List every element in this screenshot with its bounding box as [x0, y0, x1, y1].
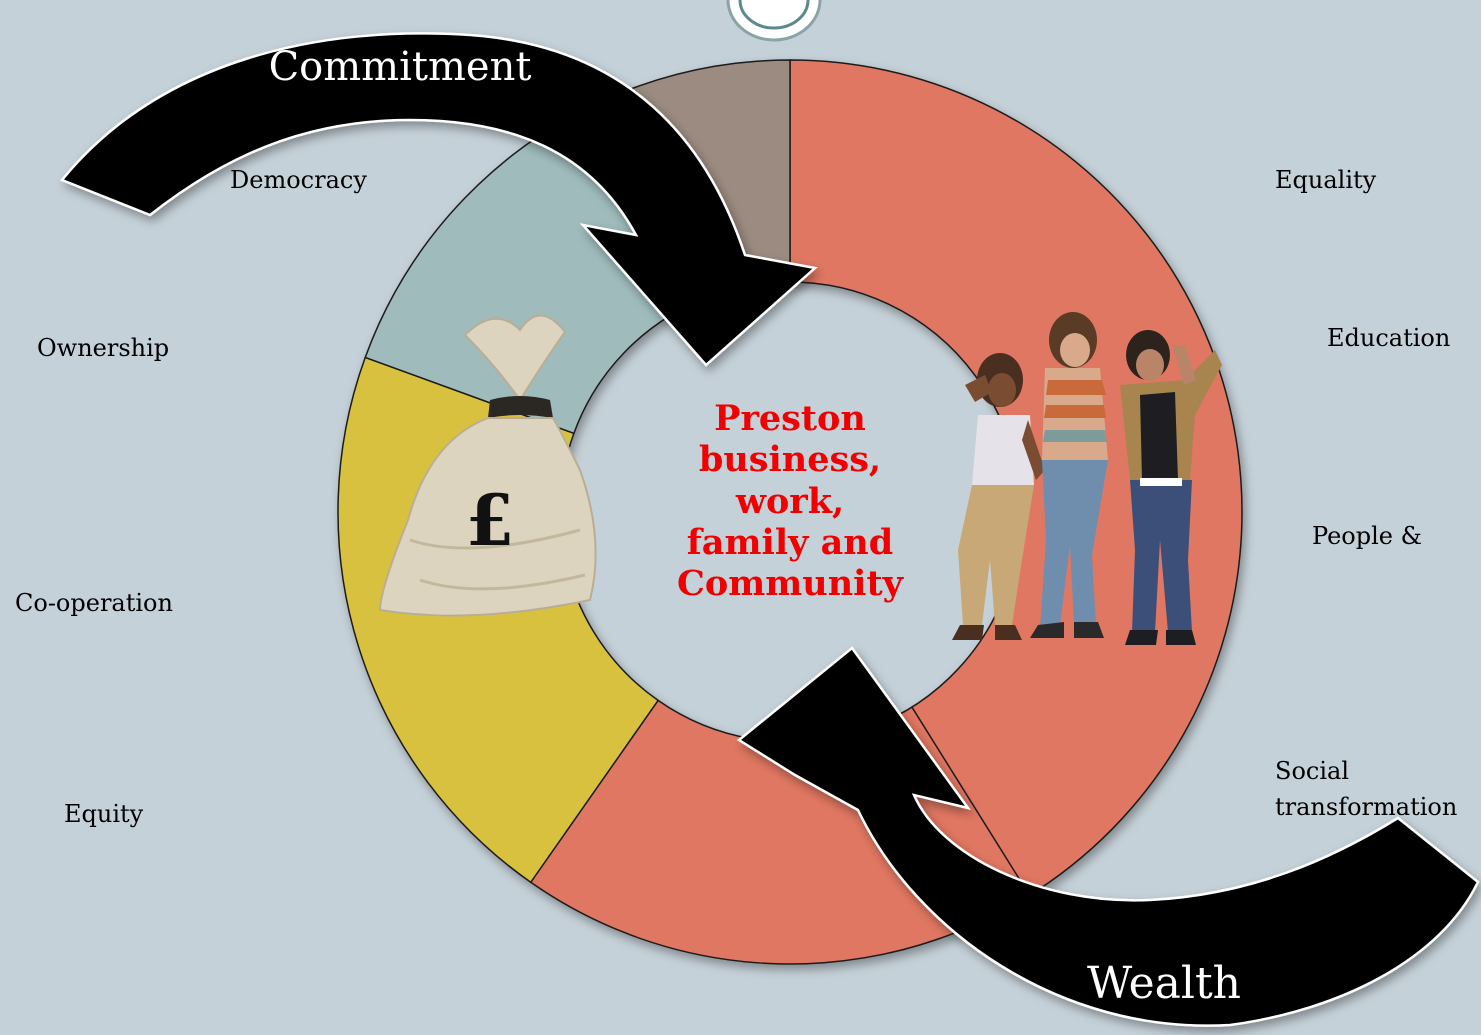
label-social: Social — [1275, 757, 1349, 785]
label-co-operation: Co-operation — [15, 589, 173, 617]
label-democracy: Democracy — [230, 166, 367, 194]
person-middle — [1030, 312, 1108, 638]
wealth-arrow: Wealth — [736, 646, 1480, 1027]
ring-divider — [911, 706, 1031, 896]
label-transformation: transformation — [1275, 793, 1458, 821]
label-ownership: Ownership — [37, 334, 170, 362]
center-line-1: Preston — [714, 398, 866, 439]
money-bag-icon: £ — [378, 314, 597, 617]
pound-symbol: £ — [466, 479, 515, 562]
logo-fragment — [726, 0, 822, 42]
label-education: Education — [1327, 324, 1451, 352]
center-line-3: work, — [735, 480, 845, 522]
commitment-label: Commitment — [269, 44, 532, 90]
center-line-4: family and — [686, 521, 894, 563]
center-title: Preston business, work, family and Commu… — [640, 398, 940, 604]
label-equity: Equity — [64, 800, 144, 828]
center-line-5: Community — [677, 563, 903, 605]
center-line-2: business, — [698, 439, 882, 481]
person-left — [952, 353, 1045, 640]
commitment-arrow: Commitment — [59, 32, 818, 367]
label-equality: Equality — [1275, 166, 1377, 194]
people-figures — [952, 312, 1222, 645]
label-people: People & — [1312, 522, 1422, 550]
wealth-label: Wealth — [1087, 958, 1241, 1009]
person-right — [1120, 330, 1222, 645]
